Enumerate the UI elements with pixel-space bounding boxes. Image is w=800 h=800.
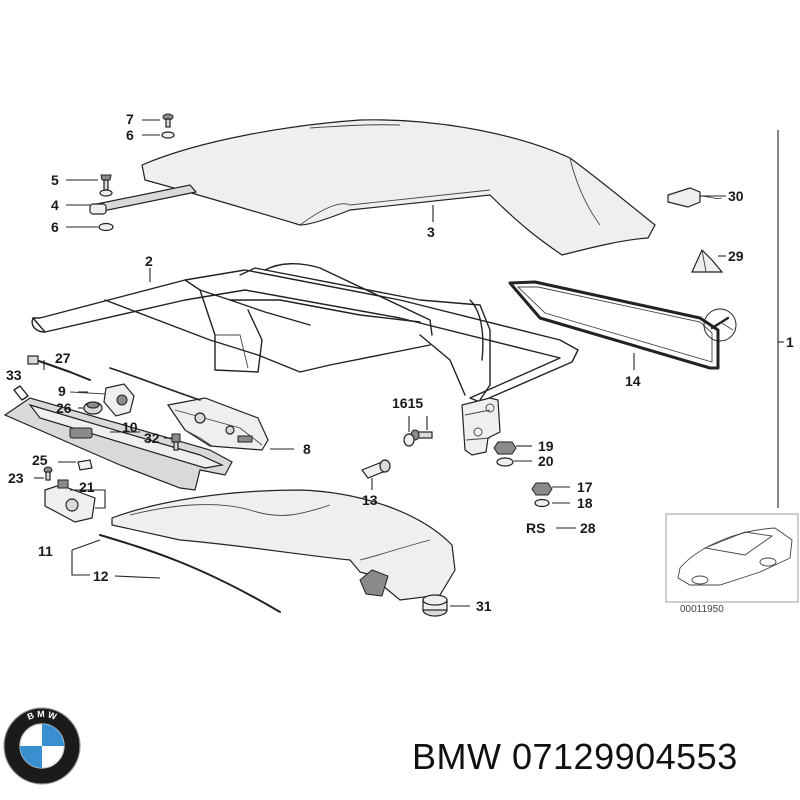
inset-code: 00011950	[680, 604, 724, 615]
label-11: 11	[38, 543, 53, 559]
washer-6b	[98, 222, 114, 232]
washer-16	[403, 433, 415, 447]
logo-lettering: B M W	[26, 709, 59, 722]
roof-frame	[31, 263, 579, 403]
label-6a: 6	[126, 127, 134, 143]
grommet-26	[83, 401, 103, 415]
label-13: 13	[362, 492, 378, 508]
label-32: 32	[144, 430, 160, 446]
soft-top-cover	[111, 489, 456, 601]
callout-labels: 1 2 3 4 5 6 6 7 8 9 10 11 12 13 14 1615 …	[6, 111, 794, 614]
bmw-logo: B M W	[3, 707, 81, 785]
washer-18	[534, 498, 550, 508]
trim-panel-10	[3, 397, 233, 491]
pin-33	[13, 385, 29, 401]
label-27: 27	[55, 350, 71, 366]
vehicle-inset: 00011950	[665, 513, 799, 615]
logo-blue-quadrant-b	[20, 746, 42, 768]
trim-strip-4	[89, 184, 198, 215]
label-2: 2	[145, 253, 153, 269]
screw-7	[162, 113, 174, 128]
label-8: 8	[303, 441, 311, 457]
washer-6a	[161, 131, 175, 139]
buffer-31	[422, 594, 448, 617]
label-26: 26	[56, 400, 72, 416]
label-14: 14	[625, 373, 641, 389]
label-18: 18	[577, 495, 593, 511]
label-28: 28	[580, 520, 596, 536]
label-30: 30	[728, 188, 744, 204]
label-23: 23	[8, 470, 24, 486]
label-29: 29	[728, 248, 744, 264]
label-3: 3	[427, 224, 435, 240]
rod-27	[27, 355, 201, 401]
label-4: 4	[51, 197, 59, 213]
logo-blue-quadrant-a	[42, 724, 64, 746]
cover-30	[667, 187, 723, 208]
seal-strip-12	[99, 534, 281, 613]
nut-17	[531, 482, 553, 496]
nut-19	[493, 441, 517, 455]
label-9: 9	[58, 383, 66, 399]
label-12: 12	[93, 568, 109, 584]
label-33: 33	[6, 367, 22, 383]
label-6b: 6	[51, 219, 59, 235]
label-rs: RS	[526, 520, 545, 536]
label-1615: 1615	[392, 395, 423, 411]
label-19: 19	[538, 438, 554, 454]
label-21: 21	[79, 479, 95, 495]
rear-window-seal-14	[508, 280, 720, 370]
label-10: 10	[122, 419, 138, 435]
label-25: 25	[32, 452, 48, 468]
label-1: 1	[786, 334, 794, 350]
lock-mechanism-8	[166, 397, 269, 451]
drive-unit-9	[69, 383, 135, 417]
clip-32	[171, 433, 181, 451]
label-17: 17	[577, 479, 593, 495]
part-number-caption: BMW 07129904553	[412, 736, 738, 777]
screw-5	[99, 174, 113, 197]
hinge-bracket	[461, 397, 501, 456]
lock-part-21	[44, 479, 96, 523]
label-5: 5	[51, 172, 59, 188]
label-7: 7	[126, 111, 134, 127]
label-20: 20	[538, 453, 554, 469]
label-31: 31	[476, 598, 492, 614]
washer-20	[496, 457, 514, 467]
screw-23	[43, 466, 53, 481]
hardtop-shell	[141, 119, 656, 256]
clip-25	[77, 459, 93, 471]
bracket-29	[691, 248, 724, 273]
bolt-13	[361, 459, 391, 479]
